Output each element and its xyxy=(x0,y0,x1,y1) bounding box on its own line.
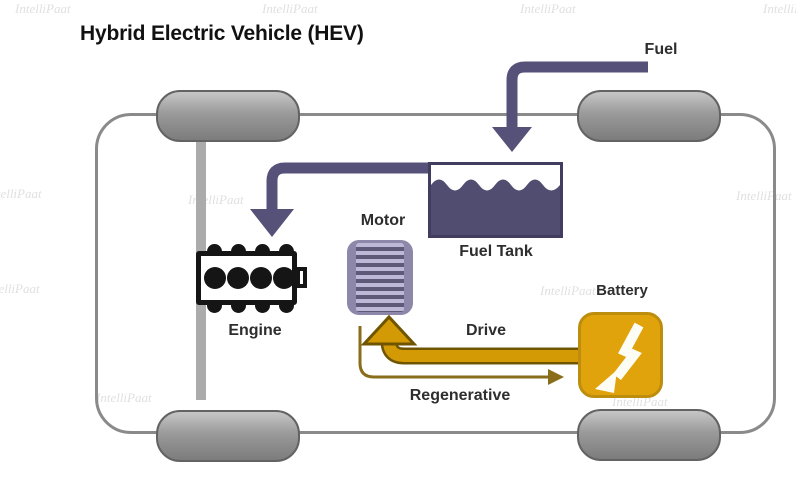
fuel-liquid xyxy=(431,179,560,235)
car-body-outline xyxy=(95,113,776,434)
motor-coil-stripes xyxy=(356,243,404,312)
watermark: IntelliPaat xyxy=(0,186,42,201)
wheel-front-left xyxy=(156,90,300,142)
watermark: IntelliPaat xyxy=(763,1,796,16)
wheel-rear-right xyxy=(577,409,721,461)
engine-cylinder xyxy=(250,267,272,289)
watermark: IntelliPaat xyxy=(540,283,596,298)
bolt-shaft xyxy=(613,322,644,381)
engine-cylinder xyxy=(227,267,249,289)
watermark: IntelliPaat xyxy=(15,1,71,16)
fuel-liquid-wave xyxy=(431,179,560,235)
regenerative-label: Regenerative xyxy=(409,387,511,404)
drive-label: Drive xyxy=(465,322,507,339)
engine-output-tab xyxy=(296,267,307,288)
wheel-front-right xyxy=(577,90,721,142)
engine-cylinder xyxy=(204,267,226,289)
engine-label: Engine xyxy=(228,322,282,339)
fuel-tank-label: Fuel Tank xyxy=(459,243,533,260)
watermark: IntelliPaat xyxy=(736,188,792,203)
motor-label: Motor xyxy=(360,212,406,229)
page-title: Hybrid Electric Vehicle (HEV) xyxy=(80,22,364,45)
watermark: IntelliPaat xyxy=(0,281,40,296)
engine-cylinder xyxy=(273,267,295,289)
liquid-tank-icon xyxy=(428,162,563,238)
lightning-bolt-icon xyxy=(595,322,644,393)
bolt-arrowhead xyxy=(595,370,617,393)
fuel-label: Fuel xyxy=(644,41,678,58)
battery-icon xyxy=(578,312,663,398)
battery-label: Battery xyxy=(596,282,648,299)
wheel-rear-left xyxy=(156,410,300,462)
watermark: IntelliPaat xyxy=(262,1,318,16)
watermark: IntelliPaat xyxy=(520,1,576,16)
coil-windings-icon xyxy=(347,240,413,315)
